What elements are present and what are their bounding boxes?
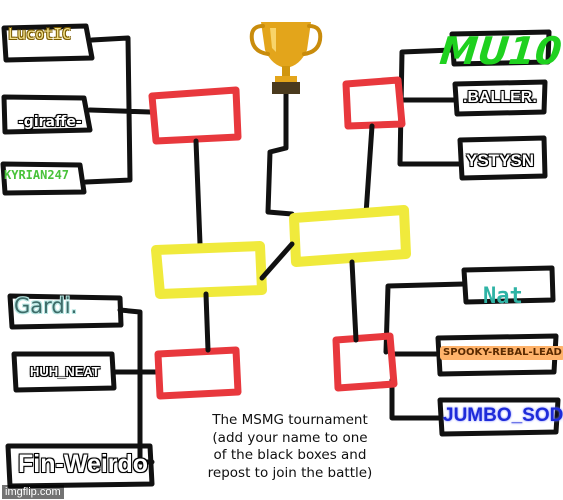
caption-line: The MSMG tournament xyxy=(212,412,368,428)
caption-line: (add your name to one xyxy=(212,429,368,446)
caption-line: of the black boxes and xyxy=(213,447,367,463)
player-box-top-right-1 xyxy=(449,29,552,67)
connector-bottom-left-semi xyxy=(203,291,211,353)
semifinal-box-left xyxy=(151,241,267,299)
player-name-gardi: Gardi. xyxy=(14,294,78,318)
player-box-top-left-3 xyxy=(0,161,87,196)
player-box-bottom-left-1 xyxy=(7,293,124,330)
player-name-giraffe: -giraffe- xyxy=(18,114,82,130)
imgflip-watermark: imgflip.com xyxy=(2,485,64,499)
player-name-baller: .BALLER. xyxy=(463,89,537,106)
player-box-bottom-right-3 xyxy=(437,397,561,437)
round-one-box-bottom-left xyxy=(154,346,242,400)
caption-line: repost to join the battle) xyxy=(207,464,373,481)
connector-bottom-left xyxy=(111,307,161,465)
semifinal-box-right xyxy=(289,205,411,267)
connector-trophy xyxy=(265,91,295,217)
player-name-fin-weirdo: Fin-Weirdo xyxy=(18,450,149,478)
connector-top-right-semi xyxy=(363,123,375,217)
round-one-box-top-right xyxy=(342,76,406,130)
player-box-bottom-left-2 xyxy=(11,351,117,393)
player-box-bottom-right-2 xyxy=(435,333,559,377)
connector-top-left-semi xyxy=(193,138,203,247)
player-name-mu10: MU10 xyxy=(437,29,563,73)
player-name-spooky-rebal-lead: SPOOKY-REBAL-LEAD xyxy=(440,346,563,360)
player-name-ystysn: YSTYSN xyxy=(466,151,535,170)
player-name-lucotic: LucotIC xyxy=(8,25,72,43)
player-box-bottom-right-1 xyxy=(461,265,556,305)
player-name-jumbo-soda: JUMBO_SODA xyxy=(443,405,563,426)
player-box-top-left-2 xyxy=(1,94,93,135)
player-name-huh-neat: HUH_NEAT xyxy=(30,364,100,379)
round-one-box-bottom-right xyxy=(332,332,398,392)
connector-bottom-right-semi xyxy=(349,259,359,343)
player-box-top-right-2 xyxy=(452,79,548,117)
connector-top-left xyxy=(83,35,153,185)
trophy-icon xyxy=(249,22,323,94)
player-name-kyrian247: KYRIAN247 xyxy=(4,168,70,182)
player-box-top-left-1 xyxy=(1,23,95,63)
player-box-bottom-left-3 xyxy=(5,443,155,489)
tournament-caption: The MSMG tournament (add your name to on… xyxy=(172,412,408,482)
connector-bottom-right xyxy=(383,281,467,421)
final-link xyxy=(259,241,295,281)
round-one-box-top-left xyxy=(148,86,242,145)
player-name-nat: Nat xyxy=(483,284,523,309)
